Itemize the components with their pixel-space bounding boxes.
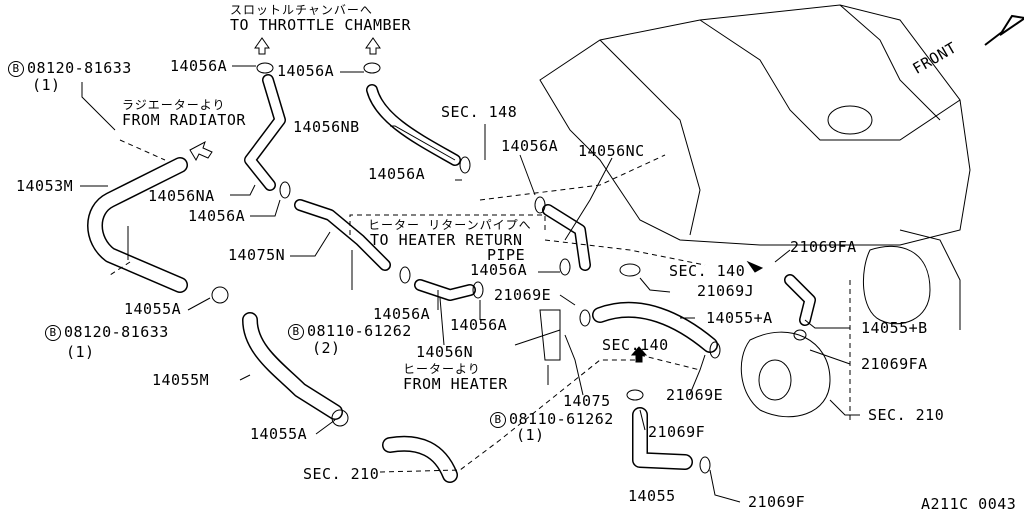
part-label: 21069FA [790,238,857,256]
part-label: 14075N [228,246,286,264]
bolt-part-number: 08110-61262 [509,410,614,428]
part-label: 14056A [368,165,426,183]
bolt-qty: (1) [66,343,95,361]
dashed-reference-lines [109,139,851,473]
part-label: 14055A [124,300,182,318]
engine-block-outline [539,4,971,418]
bolt-part-number: 08110-61262 [307,322,412,340]
bolt-symbol-icon: B [288,324,304,340]
part-label: 14056NC [578,142,645,160]
bolt-qty: (2) [312,339,341,357]
section-label: SEC. 210 [868,406,945,424]
part-label: 21069FA [861,355,928,373]
part-label: 14056A [501,137,559,155]
section-label: SEC. 140 [669,262,746,280]
part-label: 21069F [648,423,706,441]
part-label: 14056NA [148,187,215,205]
bolt-symbol-icon: B [8,61,24,77]
hoses [87,74,816,483]
part-label: 21069E [666,386,724,404]
part-label: 14056A [170,57,228,75]
part-label: 21069E [494,286,552,304]
throttle-chamber-label: TO THROTTLE CHAMBER [230,16,412,34]
bolt-part-number: 08120-81633 [27,59,132,77]
from-heater-jp: ヒーターより [403,362,481,376]
part-label: 14056A [470,261,528,279]
bolt-part-number: 08120-81633 [64,323,169,341]
part-label: 14055+B [861,319,928,337]
flow-arrows [189,14,1024,363]
part-label: 14055+A [706,309,773,327]
from-heater-label: FROM HEATER [403,375,508,393]
section-label: SEC. 210 [303,465,380,483]
section-label: SEC. 148 [441,103,518,121]
from-radiator-jp: ラジエーターより [122,98,226,112]
part-label: 14056A [373,305,431,323]
to-heater-label-2: PIPE [487,246,526,264]
to-heater-label: TO HEATER RETURN [370,231,523,249]
part-label: 14055A [250,425,308,443]
bolt-symbol-icon: B [490,412,506,428]
part-label: 14056A [450,316,508,334]
hose-clamps [127,62,807,474]
from-radiator-label: FROM RADIATOR [122,111,246,129]
throttle-chamber-jp: スロットルチャンバーへ [230,3,373,17]
part-label: 21069J [697,282,755,300]
part-label: 14055M [152,371,210,389]
part-label: 14075 [563,392,611,410]
part-label: 14056A [188,207,246,225]
to-heater-jp: ヒーター リターンパイプへ [368,218,532,232]
section-label: SEC.140 [602,336,669,354]
part-label: 14053M [16,177,74,195]
part-label: 14056N [416,343,474,361]
bolt-qty: (1) [32,76,61,94]
leader-lines [80,65,860,503]
part-label: 14056A [277,62,335,80]
part-label: 14056NB [293,118,360,136]
diagram-code: A211C 0043 [921,495,1017,512]
part-label: 21069F [748,493,806,511]
bolt-qty: (1) [516,426,545,444]
bolt-symbol-icon: B [45,325,61,341]
part-label: 14055 [628,487,676,505]
